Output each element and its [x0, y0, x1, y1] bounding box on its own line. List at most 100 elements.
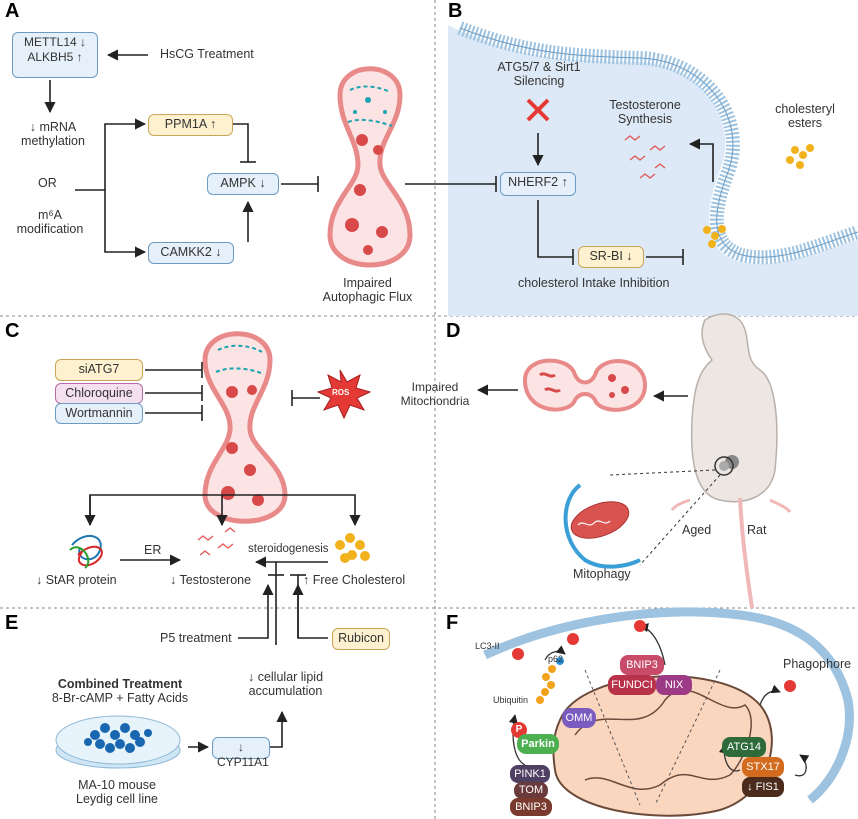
steroidogenesis-label: steroidogenesis	[248, 543, 329, 555]
cell-line1: MA-10 mouse	[78, 778, 156, 792]
alkbh5-label: ALKBH5 ↑	[27, 50, 83, 64]
cell-line2: Leydig cell line	[76, 792, 158, 806]
autophagic-cell-a	[327, 66, 413, 268]
mrna-line2: methylation	[21, 134, 85, 148]
tom-badge: TOM	[514, 782, 548, 799]
m6a-line2: modification	[16, 222, 84, 236]
ros-label: ROS	[332, 388, 350, 397]
m6a-modification-label: m⁶A modification	[10, 208, 90, 236]
silencing-label: ATG5/7 & Sirt1 Silencing	[480, 60, 598, 88]
fundc1-badge: FUNDCI	[608, 675, 656, 695]
cell-line-label: MA-10 mouse Leydig cell line	[62, 778, 172, 806]
fis1-badge: ↓ FIS1	[742, 777, 784, 797]
mitophagy-icon	[563, 483, 641, 569]
cholesteryl-ester-clusters	[703, 144, 814, 248]
panel-d-arrows	[476, 384, 688, 402]
cyp11a1-box: ↓ CYP11A1	[212, 737, 270, 769]
testosterone-molecules-b	[624, 135, 666, 179]
atg14-badge: ATG14	[722, 737, 766, 757]
free-cholesterol-label: ↑ Free Cholesterol	[303, 573, 406, 587]
testosterone-synthesis-label: Testosterone Synthesis	[600, 98, 690, 126]
hscg-treatment-label: HsCG Treatment	[160, 47, 254, 61]
testo-line2: Synthesis	[617, 112, 673, 126]
mrna-line1: ↓ mRNA	[29, 120, 77, 134]
impaired-mitochondria-label: Impaired Mitochondria	[395, 380, 475, 408]
mito-line1: Impaired	[411, 380, 459, 394]
lipid-line2: accumulation	[248, 684, 323, 698]
srbi-box: SR-BI ↓	[578, 246, 644, 268]
p62-dot	[556, 657, 564, 665]
nherf2-box: NHERF2 ↑	[500, 172, 576, 196]
impaired-mitochondria-cell	[522, 358, 648, 412]
mettl14-label: METTL14 ↓	[23, 35, 86, 49]
aged-label: Aged	[682, 523, 712, 537]
flux-line2: Autophagic Flux	[322, 290, 413, 304]
nix-badge: NIX	[656, 675, 692, 695]
bnip3-bottom-badge: BNIP3	[510, 798, 552, 816]
panel-letter-b: B	[448, 0, 463, 22]
mrna-methylation-label: ↓ mRNA methylation	[18, 120, 88, 148]
mito-line2: Mitochondria	[400, 394, 470, 408]
p5-treatment-label: P5 treatment	[160, 631, 232, 645]
wortmannin-box: Wortmannin	[55, 403, 143, 424]
petri-dish-icon	[55, 715, 181, 769]
mettl14-alkbh5-box: METTL14 ↓ ALKBH5 ↑	[12, 32, 98, 78]
ubiquitin-label: Ubiquitin	[493, 695, 529, 705]
cell-membrane	[448, 10, 858, 316]
mitochondrion-f	[552, 669, 773, 817]
chloroquine-box: Chloroquine	[55, 383, 143, 404]
camkk2-box: CAMKK2 ↓	[148, 242, 234, 264]
chol-line1: cholesteryl	[775, 102, 835, 116]
cholesterol-inhibition-label: cholesterol Intake Inhibition	[518, 276, 670, 290]
panel-a-arrows	[44, 49, 497, 258]
lc3-label: LC3-II	[475, 641, 500, 651]
bnip3-top-badge: BNIP3	[620, 655, 664, 675]
lc3-markers	[512, 620, 796, 692]
siatg7-box: siATG7	[55, 359, 143, 381]
ampk-box: AMPK ↓	[207, 173, 279, 195]
rat-label: Rat	[747, 523, 767, 537]
flux-line1: Impaired	[343, 276, 392, 290]
phagophore-membrane	[483, 607, 854, 804]
lipid-line1: ↓ cellular lipid	[247, 670, 324, 684]
combined-title: Combined Treatment	[57, 677, 183, 691]
panel-b-arrows	[532, 133, 714, 265]
panel-e-arrows	[188, 583, 328, 753]
autophagic-cell-c	[202, 331, 288, 524]
rubicon-box: Rubicon	[332, 628, 390, 650]
ppm1a-box: PPM1A ↑	[148, 114, 233, 136]
pink1-badge: PINK1	[510, 765, 550, 783]
silencing-x-icon	[526, 98, 550, 122]
phagophore-label: Phagophore	[783, 657, 852, 671]
aged-rat-icon	[609, 313, 792, 609]
combined-agents: 8-Br-cAMP + Fatty Acids	[51, 691, 189, 705]
testo-line1: Testosterone	[609, 98, 681, 112]
panel-letter-e: E	[5, 612, 19, 634]
combined-treatment-label: Combined Treatment 8-Br-cAMP + Fatty Aci…	[50, 677, 190, 705]
panel-letter-c: C	[5, 320, 20, 342]
er-label: ER	[144, 543, 162, 557]
panel-letter-d: D	[446, 320, 461, 342]
stx17-badge: STX17	[742, 757, 784, 777]
panel-letter-a: A	[5, 0, 20, 22]
free-cholesterol-icon	[335, 533, 370, 563]
or-label: OR	[38, 176, 57, 190]
chol-line2: esters	[787, 116, 823, 130]
omm-badge: OMM	[562, 708, 596, 728]
lipid-accumulation-label: ↓ cellular lipid accumulation	[238, 670, 333, 698]
testosterone-molecules-c	[197, 527, 236, 556]
mitophagy-label: Mitophagy	[573, 567, 631, 581]
silencing-line2: Silencing	[513, 74, 565, 88]
impaired-flux-label: Impaired Autophagic Flux	[305, 276, 430, 304]
star-protein-label: ↓ StAR protein	[36, 573, 117, 587]
m6a-line1: m⁶A	[38, 208, 62, 222]
ubiquitin-chain	[536, 665, 556, 704]
parkin-badge: Parkin	[517, 734, 559, 754]
cholesteryl-esters-label: cholesteryl esters	[765, 102, 845, 130]
testosterone-label: ↓ Testosterone	[170, 573, 252, 587]
ros-burst-icon	[316, 369, 372, 420]
star-protein-icon	[69, 535, 103, 569]
silencing-line1: ATG5/7 & Sirt1	[497, 60, 581, 74]
panel-letter-f: F	[446, 612, 459, 634]
